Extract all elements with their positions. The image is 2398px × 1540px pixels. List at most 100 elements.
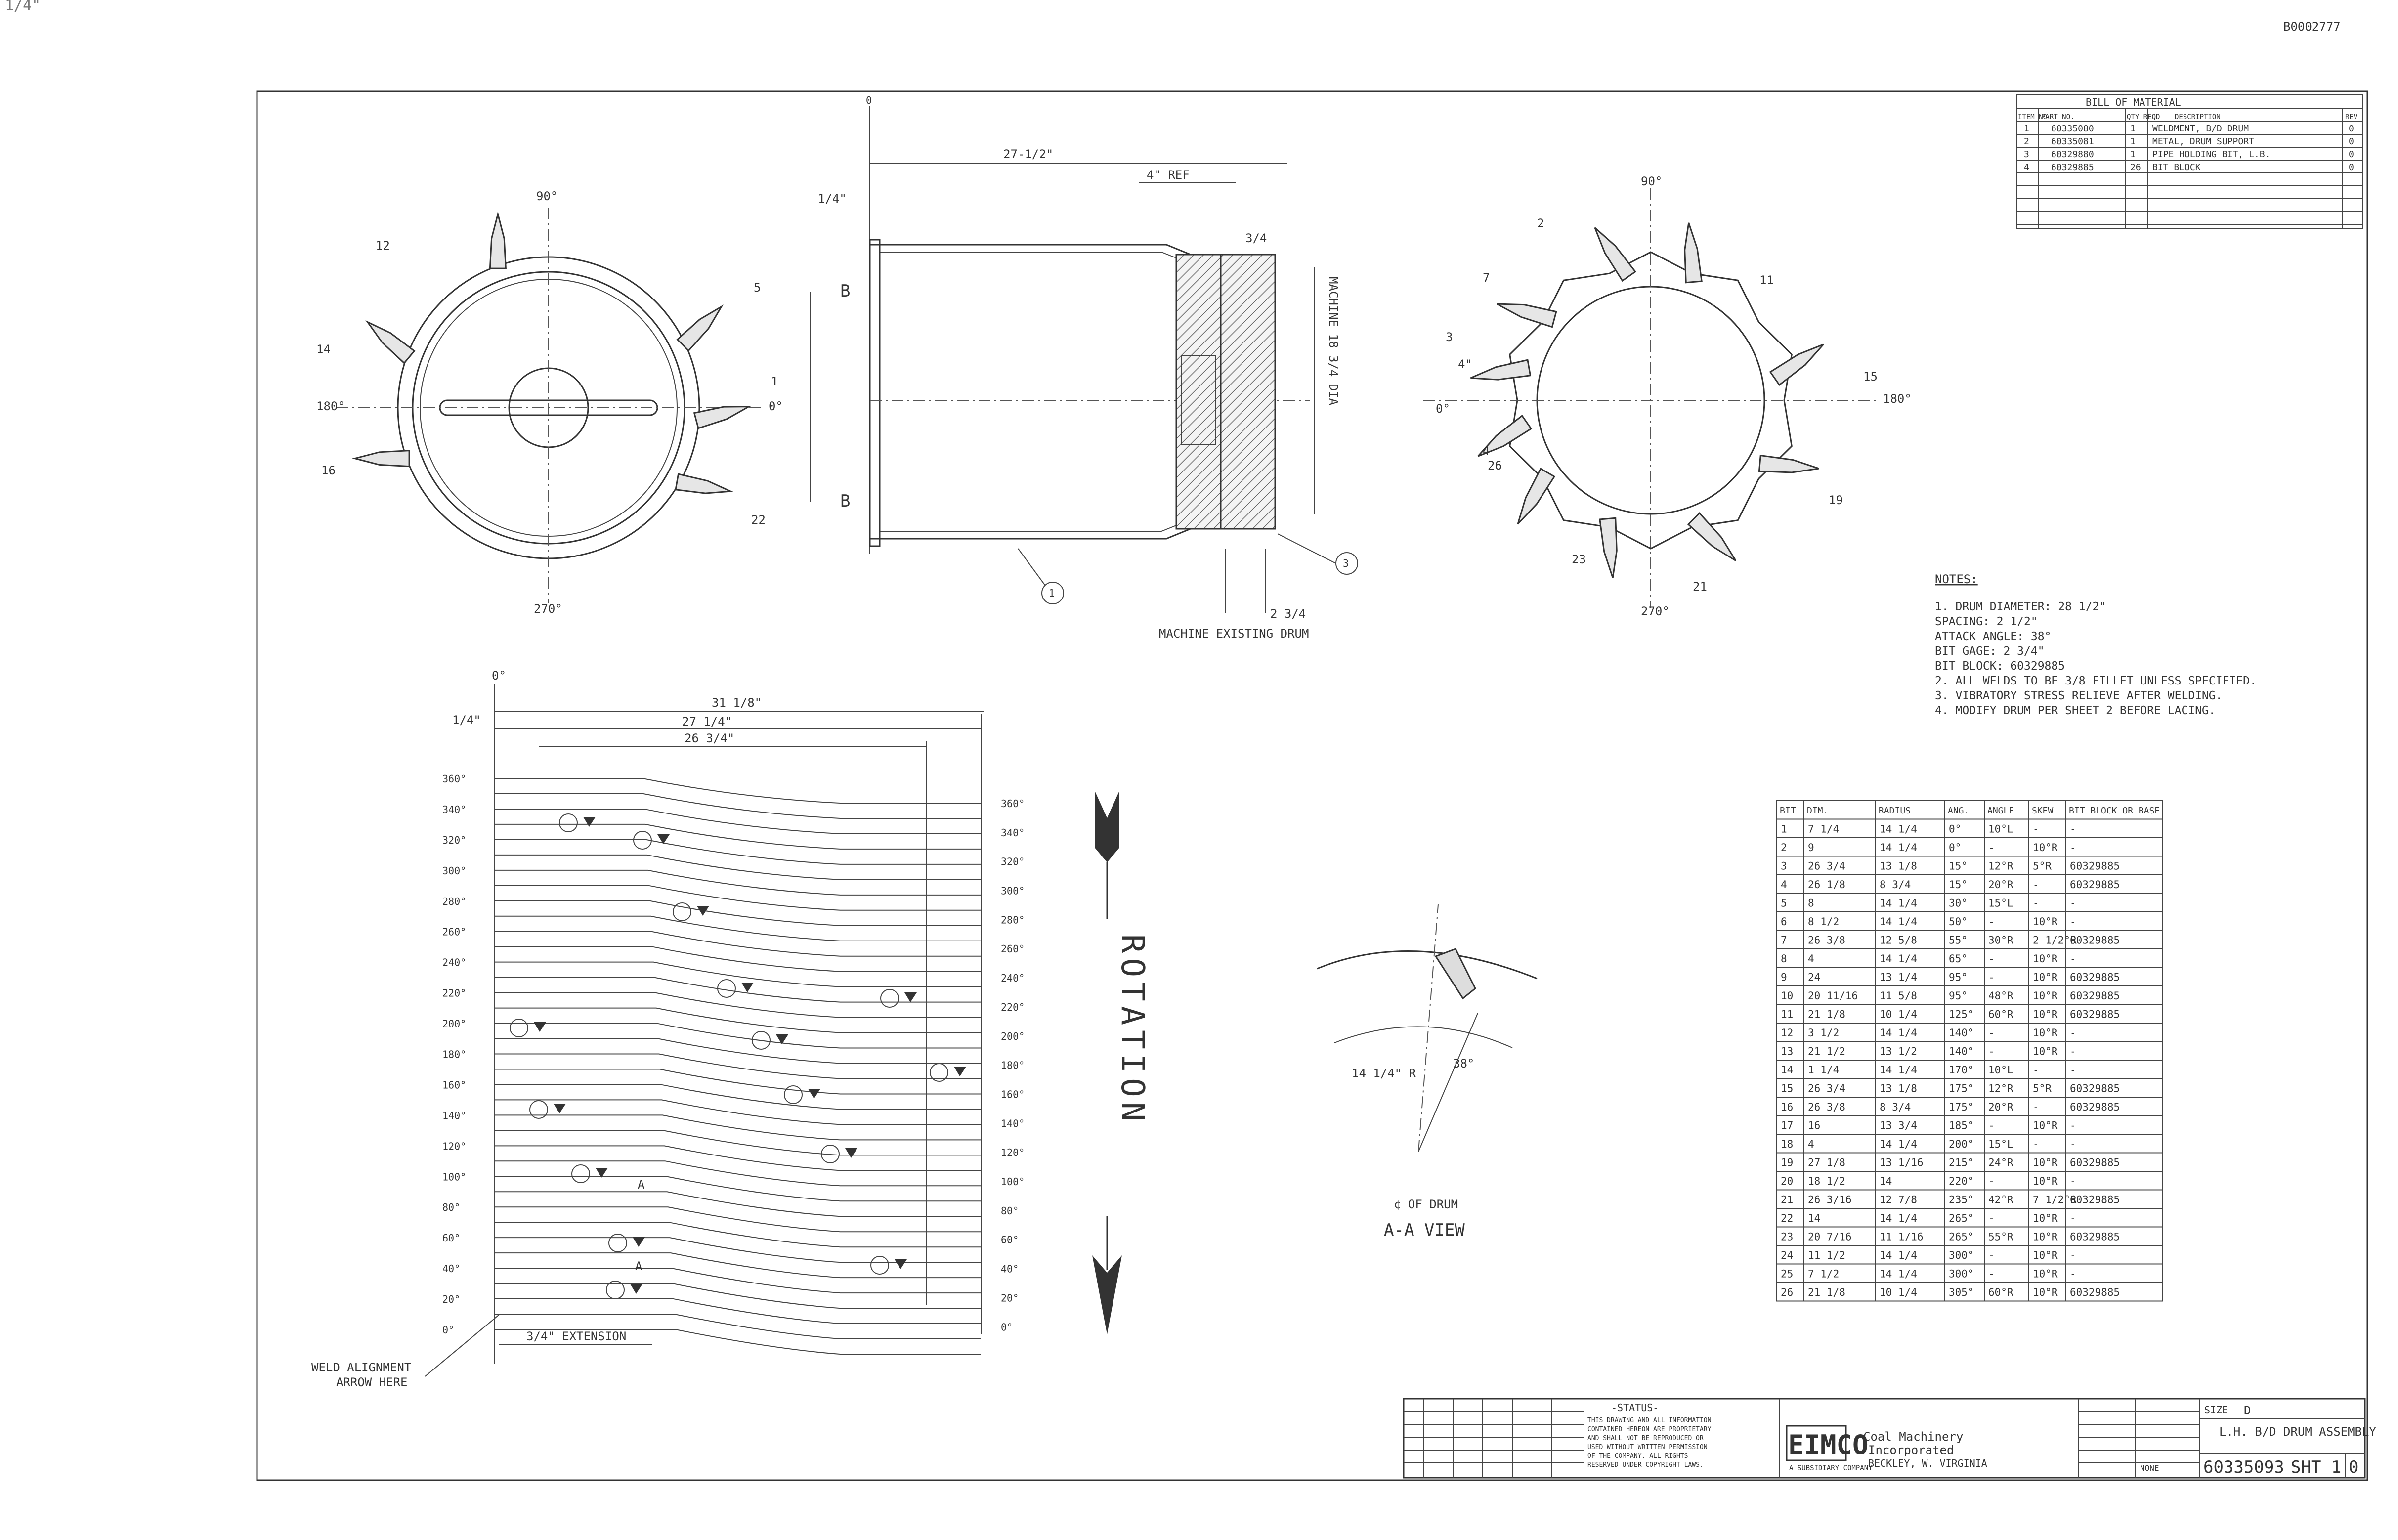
bit-table-cell: 200°	[1949, 1138, 1974, 1150]
bit-table-cell: 140°	[1949, 1027, 1974, 1039]
notes: NOTES: 1. DRUM DIAMETER: 28 1/2" SPACING…	[1935, 572, 2257, 717]
layout-dim-second: 27 1/4"	[682, 715, 732, 728]
bit-table-cell: -	[1988, 1046, 1995, 1058]
division-1: Coal Machinery	[1863, 1430, 1963, 1444]
layout-angle-right: 40°	[1001, 1263, 1019, 1275]
bit-table-cell: 42°R	[1988, 1194, 2013, 1206]
bit-table-cell: 10°L	[1988, 1064, 2013, 1076]
layout-extension-note: 3/4" EXTENSION	[526, 1329, 626, 1343]
layout-angle-left: 280°	[442, 896, 466, 907]
bit-table-cell: 26 3/8	[1808, 1101, 1845, 1113]
layout-angle-left: 120°	[442, 1140, 466, 1152]
bit-table-cell: -	[1988, 972, 1995, 984]
layout-angle-right: 0°	[1001, 1321, 1013, 1333]
bit-table-cell: 55°R	[1988, 1231, 2013, 1243]
bit-table-cell: 10°R	[2033, 953, 2058, 965]
doc-number-top: B0002777	[2283, 20, 2341, 34]
bit-table-cell: 60329885	[2070, 1157, 2120, 1169]
bit-table-cell: 95°	[1949, 990, 1968, 1002]
note-line: 2. ALL WELDS TO BE 3/8 FILLET UNLESS SPE…	[1935, 675, 2257, 687]
bit-table-header: BIT	[1780, 806, 1796, 816]
bit-table-cell: 26	[1781, 1286, 1793, 1298]
bit-table-header: DIM.	[1807, 806, 1828, 816]
title-block: -STATUS- THIS DRAWING AND ALL INFORMATIO…	[1403, 1398, 2376, 1479]
bit-table-cell: 10°R	[2033, 1157, 2058, 1169]
scale-value: NONE	[2140, 1463, 2159, 1473]
bit-table-header: ANGLE	[1987, 806, 2014, 816]
bom-item: 4	[2024, 162, 2029, 172]
bit-table-cell: 10 1/4	[1880, 1286, 1917, 1298]
bit-table-cell: 15	[1781, 1083, 1793, 1095]
bit-table-cell: 10°R	[2033, 972, 2058, 984]
bit-table-cell: 65°	[1949, 953, 1968, 965]
bit-table-cell: 10°R	[2033, 1046, 2058, 1058]
bit-table-cell: 8 3/4	[1880, 1101, 1911, 1113]
bit-table-cell: 60329885	[2070, 879, 2120, 891]
status-line: THIS DRAWING AND ALL INFORMATION	[1587, 1417, 1711, 1424]
bit-table-cell: -	[2070, 1046, 2076, 1058]
bom-qty: 1	[2130, 149, 2136, 160]
bit-table-cell: 14	[1781, 1064, 1793, 1076]
bit-table-cell: -	[1988, 1175, 1995, 1187]
bit-table-cell: 12 5/8	[1880, 935, 1917, 946]
bom-header-cell: PART NO.	[2041, 113, 2074, 121]
bit-table-cell: 235°	[1949, 1194, 1974, 1206]
section-balloon-1: 1	[1049, 587, 1055, 599]
bit-table-cell: 15°L	[1988, 898, 2013, 909]
bit-table-cell: 11 1/2	[1808, 1249, 1845, 1261]
bit-table-cell: 24	[1808, 972, 1820, 984]
sheet-corner-mark: 1/4"	[5, 0, 41, 14]
bit-table-cell: 11 1/16	[1880, 1231, 1924, 1243]
drawing-border	[256, 90, 2368, 1481]
division-2: Incorporated	[1868, 1443, 1954, 1457]
cutting-bit	[1517, 468, 1556, 525]
layout-angle-left: 160°	[442, 1079, 466, 1091]
layout-angle-left: 260°	[442, 926, 466, 938]
layout-datum: 0°	[492, 669, 506, 683]
section-balloon-3: 3	[1343, 557, 1349, 569]
bit-table-cell: 21 1/8	[1808, 1009, 1845, 1021]
bit-table-cell: 2 1/2°R	[2033, 935, 2077, 946]
bit-table-cell: 20°R	[1988, 1101, 2013, 1113]
bit-table-cell: 305°	[1949, 1286, 1974, 1298]
cutting-bit	[352, 450, 410, 468]
end-angle-top: 90°	[1641, 174, 1662, 188]
bit-table-header: BIT BLOCK OR BASE	[2069, 806, 2160, 816]
layout-dim-third: 26 3/4"	[685, 731, 734, 745]
layout-weld-note-2: ARROW HERE	[336, 1375, 408, 1389]
cutting-bit	[1599, 517, 1618, 578]
bit-table-cell: 14 1/4	[1880, 916, 1917, 928]
bit-table-cell: 15°	[1949, 860, 1968, 872]
bit-table-cell: 9	[1808, 842, 1814, 854]
bit-table-cell: 14	[1880, 1175, 1892, 1187]
bit-table-cell: 10 1/4	[1880, 1009, 1917, 1021]
bit-table-cell: -	[2033, 879, 2039, 891]
bit-table-header: RADIUS	[1879, 806, 1911, 816]
cutting-bit	[1470, 359, 1532, 381]
bit-table-cell: 14 1/4	[1880, 898, 1917, 909]
bit-table-cell: 170°	[1949, 1064, 1974, 1076]
section-note-bottom: MACHINE EXISTING DRUM	[1159, 627, 1309, 641]
bit-table-cell: 10°R	[2033, 1027, 2058, 1039]
front-bit-label: 12	[376, 239, 390, 253]
bit-table-cell: 300°	[1949, 1268, 1974, 1280]
bom-desc: METAL, DRUM SUPPORT	[2152, 136, 2254, 147]
front-bit-label: 16	[321, 464, 336, 477]
bit-table-cell: -	[2070, 1138, 2076, 1150]
bit-table-cell: 10°R	[2033, 1212, 2058, 1224]
bit-table-cell: -	[2033, 898, 2039, 909]
section-datum-top: 0	[866, 94, 872, 106]
bit-table-cell: 60329885	[2070, 1231, 2120, 1243]
bit-table-cell: -	[2070, 1064, 2076, 1076]
bit-table-cell: 12 7/8	[1880, 1194, 1917, 1206]
bit-table-cell: -	[1988, 1268, 1995, 1280]
cutting-bit	[676, 304, 724, 352]
aa-label: A-A VIEW	[1384, 1220, 1465, 1240]
aa-angle: 38°	[1453, 1057, 1474, 1070]
aa-view: 14 1/4" R 38° ¢ OF DRUM A-A VIEW	[1317, 904, 1538, 1240]
front-angle-right: 0°	[769, 399, 783, 413]
note-line: BIT GAGE: 2 3/4"	[1935, 645, 2045, 658]
bit-table-cell: 265°	[1949, 1212, 1974, 1224]
